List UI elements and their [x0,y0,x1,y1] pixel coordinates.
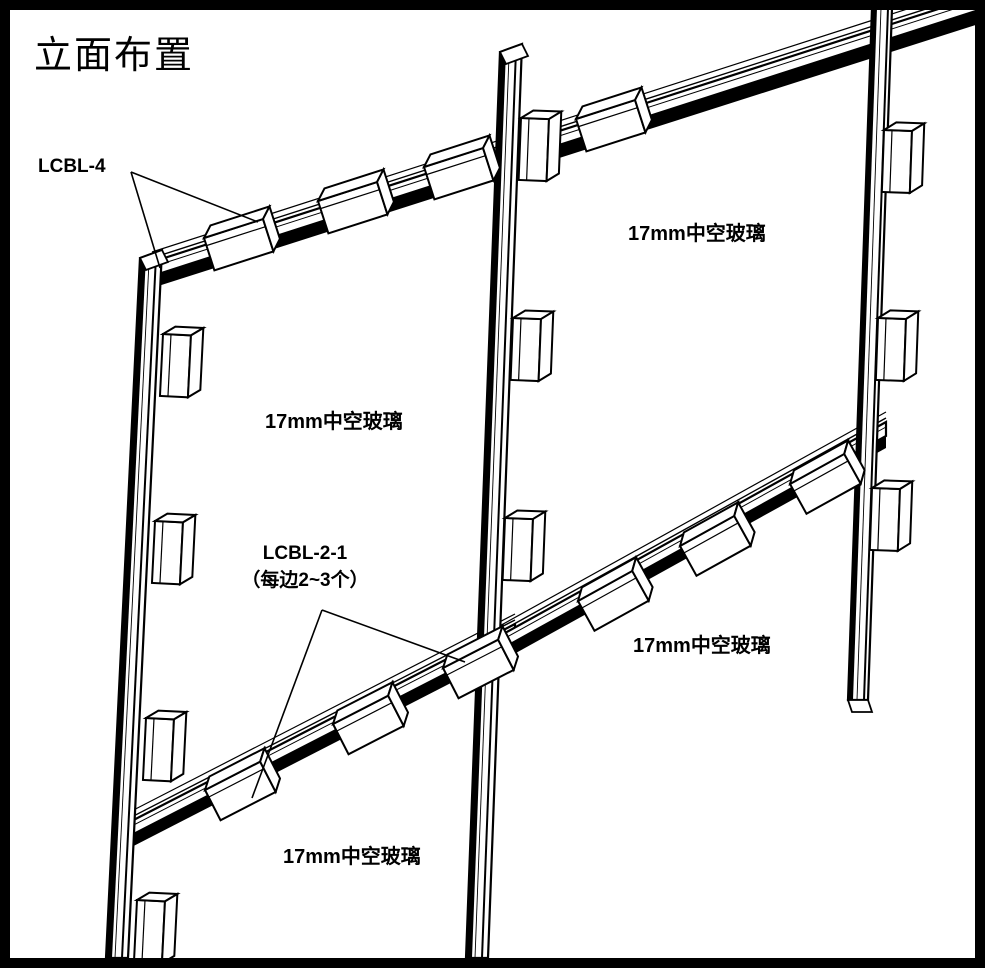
glass-label-lower-left: 17mm中空玻璃 [283,846,421,868]
callout-label-lcbl-2-1: LCBL-2-1 [262,543,348,564]
bracket-clip-icon [313,168,398,235]
vertical-mullion-icon [104,248,170,960]
bracket-clip-icon [880,121,926,195]
bracket-clip-icon [141,709,188,783]
glass-label-upper-right: 17mm中空玻璃 [628,223,766,245]
glass-label-lower-right: 17mm中空玻璃 [633,635,771,657]
bracket-clip-icon [158,325,205,399]
bracket-clip-icon [132,891,179,965]
bracket-clip-icon [517,109,563,183]
callout-label-lcbl-4: LCBL-4 [38,156,106,177]
leader-line-icon [130,171,259,269]
bracket-clip-icon [868,479,914,553]
leader-line-icon [251,609,466,799]
bracket-clip-icon [509,309,555,383]
callout-sublabel-lcbl-2-1: （每边2~3个） [241,570,369,591]
bracket-clip-icon [150,512,197,586]
bracket-clip-icon [571,86,656,153]
glass-label-upper-left: 17mm中空玻璃 [265,411,403,433]
bracket-clip-icon [501,509,547,583]
bracket-clip-icon [874,309,920,383]
bracket-clip-icon [419,134,504,201]
callout-lcbl-2-1: LCBL-2-1 （每边2~3个） [205,543,405,592]
page-title: 立面布置 [34,33,195,77]
